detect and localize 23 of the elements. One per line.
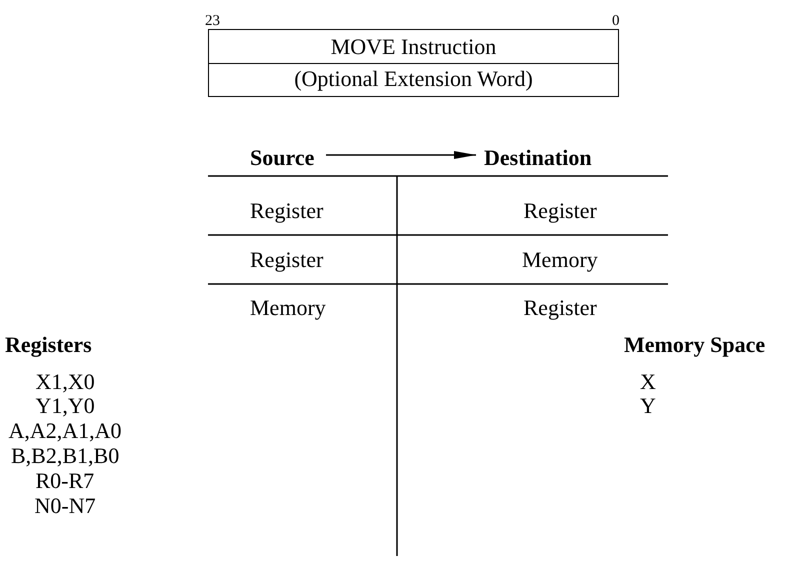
bit-number: 0 — [612, 12, 620, 31]
register-name: Y1,Y0 — [36, 394, 95, 418]
table-cell: Register — [250, 248, 324, 272]
table-cell: Memory — [250, 296, 326, 320]
register-name: X1,X0 — [36, 370, 95, 394]
table-cell: Register — [524, 296, 597, 320]
instruction-field: MOVE Instruction — [208, 29, 619, 64]
memory-space-name: Y — [640, 394, 656, 418]
table-cell: Register — [524, 199, 597, 223]
extension-word-field: (Optional Extension Word) — [208, 62, 619, 97]
arrow — [326, 151, 476, 159]
register-name: R0-R7 — [36, 469, 94, 493]
register-name: B,B2,B1,B0 — [11, 444, 120, 468]
table-cell: Register — [250, 199, 324, 223]
section-heading: Memory Space — [624, 333, 766, 357]
column-heading: Destination — [484, 146, 592, 170]
section-heading: Registers — [5, 333, 92, 357]
column-heading: Source — [250, 146, 314, 170]
register-name: N0-N7 — [34, 494, 96, 518]
table-cell: Memory — [522, 248, 598, 272]
register-name: A,A2,A1,A0 — [8, 419, 122, 443]
bit-number: 23 — [205, 12, 220, 31]
memory-space-name: X — [640, 370, 656, 394]
